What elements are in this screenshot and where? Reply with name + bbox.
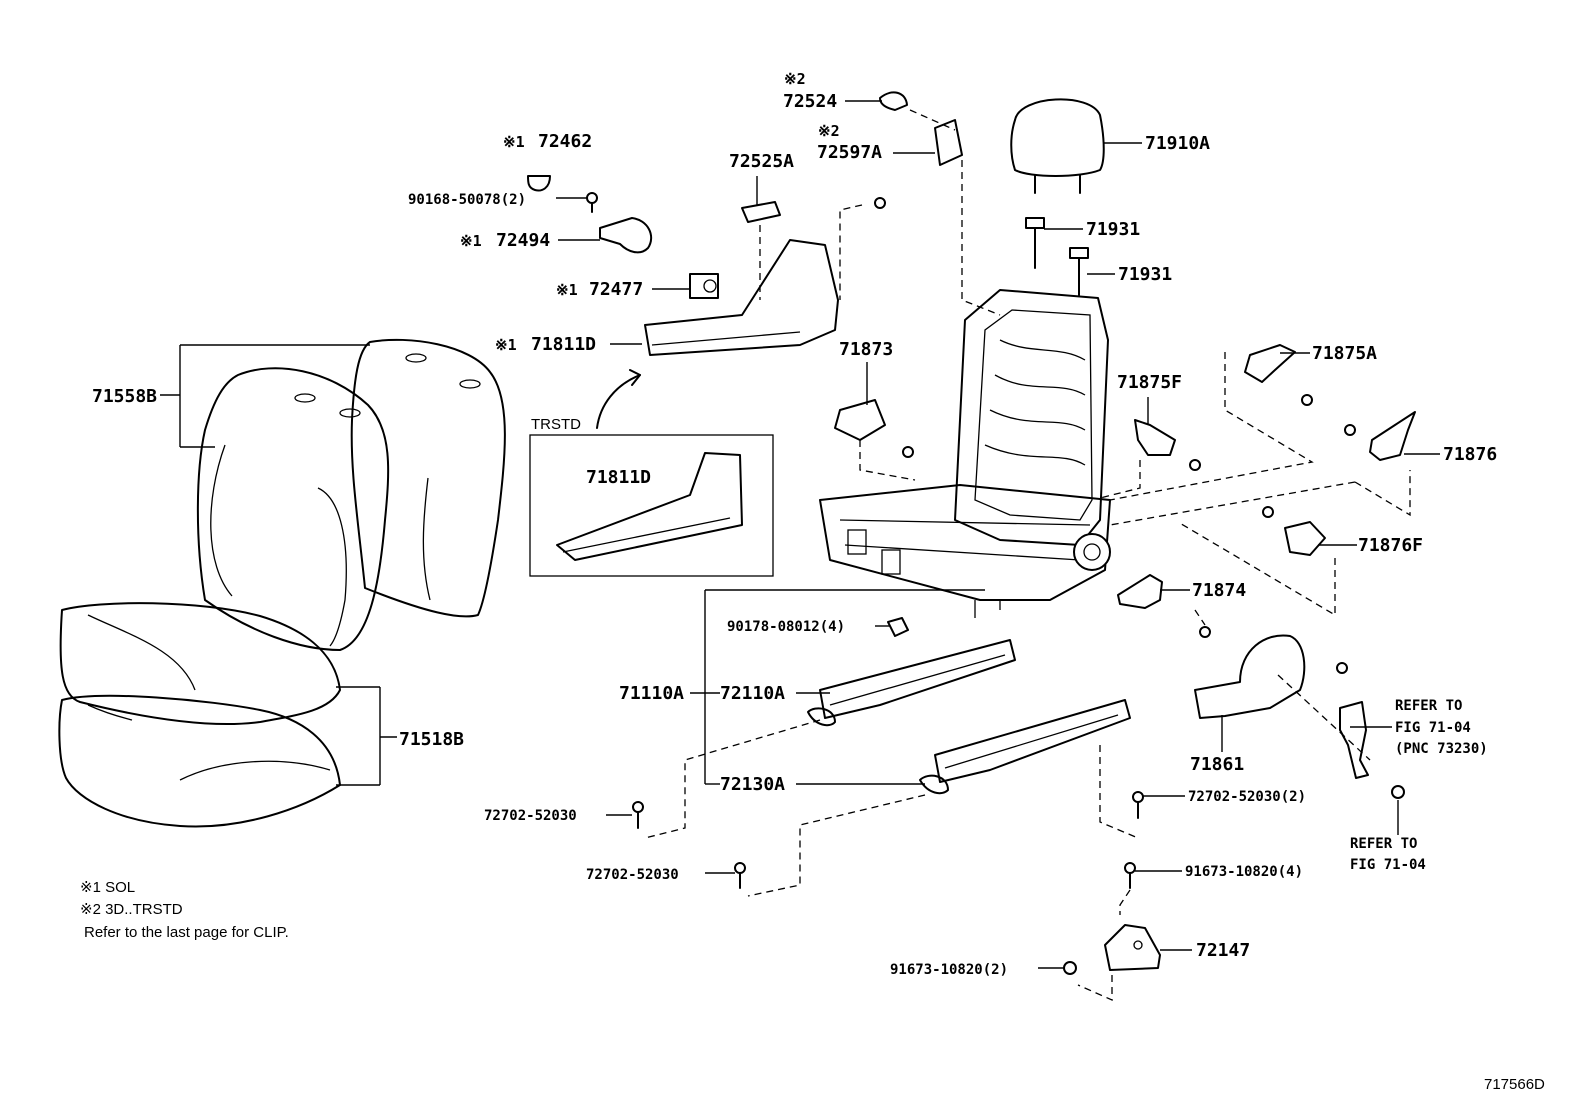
label-71931-a: 71931	[1086, 219, 1140, 240]
label-72525a: 72525A	[729, 151, 794, 172]
label-71876: 71876	[1443, 444, 1497, 465]
bracket-71873	[834, 399, 886, 441]
belt-buckle	[1339, 701, 1369, 779]
label-71518b: 71518B	[399, 729, 464, 750]
figure-id: 717566D	[1484, 1076, 1545, 1093]
seat-track-72110a	[807, 639, 1016, 727]
label-72477: 72477	[589, 279, 643, 300]
mark-72494: ※1	[460, 232, 482, 250]
refer-line-2: FIG 71-04	[1395, 720, 1471, 736]
label-71811d-box: 71811D	[586, 467, 651, 488]
label-90178-08012: 90178-08012(4)	[727, 619, 845, 635]
bolt-upper	[874, 197, 886, 209]
label-91673-10820-b: 91673-10820(2)	[890, 962, 1008, 978]
shield-71811d-top	[644, 239, 839, 356]
label-71861: 71861	[1190, 754, 1244, 775]
seat-cushion-cover-71518b	[58, 602, 341, 828]
mark-72597a: ※2	[818, 122, 840, 140]
cover-71876	[1369, 411, 1416, 461]
label-71875a: 71875A	[1312, 343, 1377, 364]
recliner-cover-72597a	[934, 119, 963, 166]
label-72110a: 72110A	[720, 683, 785, 704]
label-91673-10820-a: 91673-10820(4)	[1185, 864, 1303, 880]
dashed-lines	[644, 109, 1411, 1001]
headrest-71910a	[1010, 98, 1105, 194]
recliner-knob-72524	[879, 91, 908, 111]
seat-frame-71110a	[819, 289, 1111, 618]
label-72494: 72494	[496, 230, 550, 251]
shield-71861	[1194, 634, 1306, 719]
label-71875f: 71875F	[1117, 372, 1182, 393]
callout-labels: ※2 72524 ※2 72597A ※1 72462 90168-50078(…	[92, 70, 1497, 978]
mark-72462: ※1	[503, 133, 525, 151]
label-71811d-top: 71811D	[531, 334, 596, 355]
leader-lines	[160, 100, 1440, 969]
switch-72477	[689, 273, 719, 299]
label-71874: 71874	[1192, 580, 1246, 601]
mark-72524: ※2	[784, 70, 806, 88]
headrest-support-71931-a	[1025, 217, 1045, 269]
label-trstd-box: TRSTD	[531, 416, 581, 433]
bracket-72147	[1104, 924, 1161, 971]
label-72462: 72462	[538, 131, 592, 152]
cap-72462	[527, 175, 551, 192]
label-72702-52030-c: 72702-52030	[586, 867, 679, 883]
clip-72525a	[741, 201, 781, 223]
lever-72494	[599, 217, 653, 254]
trstd-inset	[529, 369, 774, 577]
label-72702-52030-b: 72702-52030(2)	[1188, 789, 1306, 805]
label-71110a: 71110A	[619, 683, 684, 704]
seat-track-72130a	[919, 699, 1131, 795]
refer-line-5: FIG 71-04	[1350, 857, 1426, 873]
note-line-1: ※1 SOL	[80, 879, 135, 896]
cover-71876f	[1284, 521, 1326, 556]
legend-notes: ※1 SOL ※2 3D..TRSTD Refer to the last pa…	[80, 879, 289, 941]
label-71876f: 71876F	[1358, 535, 1423, 556]
label-72702-52030-a: 72702-52030	[484, 808, 577, 824]
note-line-2: ※2 3D..TRSTD	[80, 901, 183, 918]
screw-90168-50078	[586, 192, 598, 213]
cover-71875a	[1244, 344, 1296, 383]
label-71873: 71873	[839, 339, 893, 360]
mark-71811d: ※1	[495, 336, 517, 354]
refer-line-1: REFER TO	[1395, 698, 1462, 714]
note-line-3: Refer to the last page for CLIP.	[84, 924, 289, 941]
refer-line-3: (PNC 73230)	[1395, 741, 1488, 757]
mark-72477: ※1	[556, 281, 578, 299]
label-72130a: 72130A	[720, 774, 785, 795]
refer-line-4: REFER TO	[1350, 836, 1417, 852]
label-71931-b: 71931	[1118, 264, 1172, 285]
label-90168-50078: 90168-50078(2)	[408, 192, 526, 208]
seat-back-cover-71558b	[196, 338, 506, 651]
label-72147: 72147	[1196, 940, 1250, 961]
bracket-71875f	[1134, 419, 1176, 456]
label-72524: 72524	[783, 91, 837, 112]
label-72597a: 72597A	[817, 142, 882, 163]
label-71910a: 71910A	[1145, 133, 1210, 154]
headrest-support-71931-b	[1069, 247, 1089, 296]
label-71558b: 71558B	[92, 386, 157, 407]
cover-71874	[1117, 574, 1163, 609]
